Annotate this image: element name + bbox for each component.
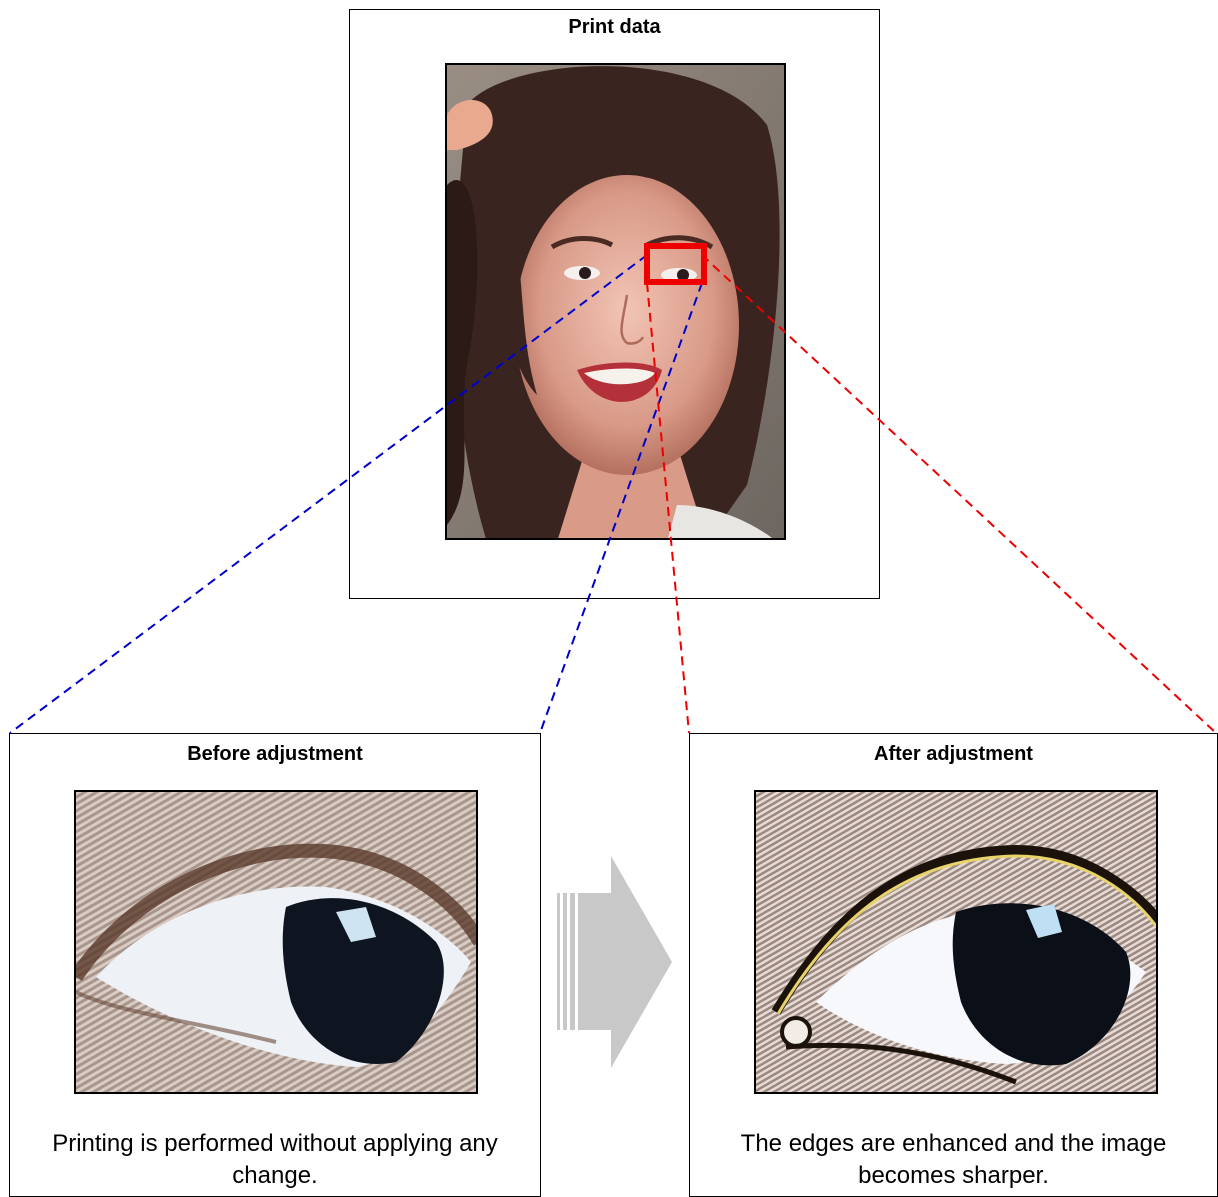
after-eye-closeup bbox=[754, 790, 1158, 1094]
before-adjustment-caption: Printing is performed without applying a… bbox=[52, 1130, 498, 1189]
after-adjustment-caption: The edges are enhanced and the image bec… bbox=[740, 1130, 1167, 1189]
after-adjustment-title: After adjustment bbox=[874, 743, 1033, 765]
print-data-title: Print data bbox=[568, 16, 661, 38]
print-data-panel: Print data bbox=[349, 9, 880, 599]
before-adjustment-title: Before adjustment bbox=[187, 743, 363, 765]
before-eye-closeup bbox=[74, 790, 478, 1094]
after-adjustment-panel: After adjustment The edges are enhanced … bbox=[689, 733, 1218, 1197]
before-adjustment-panel: Before adjustment Printing is performed … bbox=[9, 733, 541, 1197]
portrait-photo bbox=[445, 63, 786, 540]
